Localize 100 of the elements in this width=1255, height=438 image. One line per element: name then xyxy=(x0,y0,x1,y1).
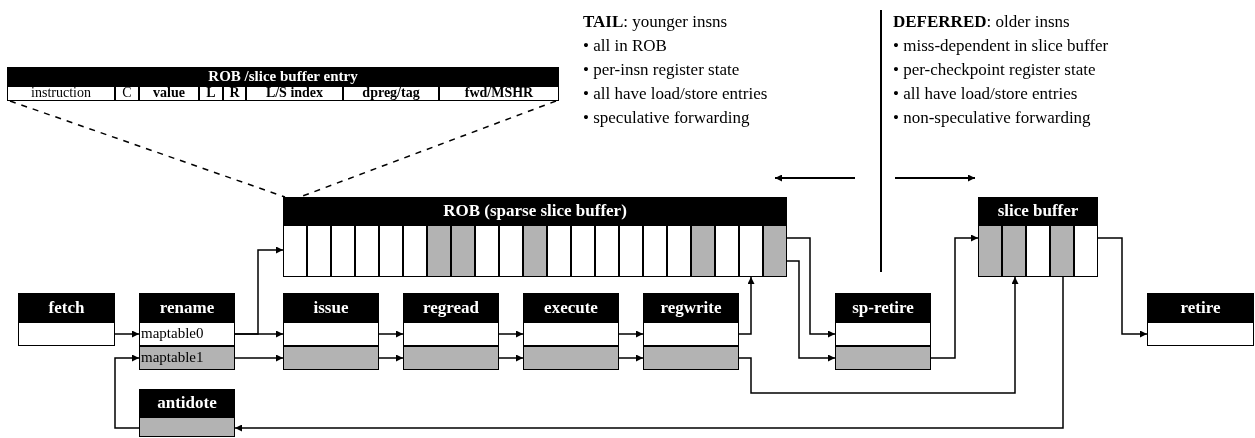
map-table-row: maptable0 xyxy=(139,322,235,346)
stage-row xyxy=(835,322,931,346)
buffer-slot xyxy=(1002,225,1026,277)
stage-box xyxy=(1147,293,1254,346)
buffer-slot xyxy=(403,225,427,277)
buffer-slot xyxy=(667,225,691,277)
buffer-slot xyxy=(1074,225,1098,277)
buffer-slot xyxy=(427,225,451,277)
stage-row xyxy=(283,346,379,370)
arrow xyxy=(498,330,524,338)
stage-box xyxy=(139,389,235,437)
arrow xyxy=(786,237,836,338)
stage-box xyxy=(139,293,235,370)
arrow xyxy=(618,354,644,362)
map-table-row: maptable1 xyxy=(139,346,235,370)
buffer-slot xyxy=(475,225,499,277)
buffer-slot xyxy=(331,225,355,277)
title-bar: sp-retire xyxy=(835,293,931,322)
stage-row xyxy=(139,417,235,437)
entry-field: R xyxy=(223,86,246,101)
entry-field: L xyxy=(199,86,223,101)
arrow xyxy=(378,330,404,338)
stage-row xyxy=(18,322,115,346)
title-bar: regread xyxy=(403,293,499,322)
buffer-slot xyxy=(1050,225,1074,277)
note-line: • all have load/store entries xyxy=(583,84,768,104)
arrow xyxy=(234,330,284,338)
stage-row xyxy=(283,322,379,346)
buffer-box xyxy=(978,197,1098,277)
note-line: • non-speculative forwarding xyxy=(893,108,1091,128)
entry-field: instruction xyxy=(7,86,115,101)
arrow xyxy=(618,330,644,338)
buffer-slot xyxy=(978,225,1002,277)
arrow xyxy=(1097,237,1148,338)
arrow xyxy=(114,330,140,338)
stage-box xyxy=(835,293,931,370)
note-line: • miss-dependent in slice buffer xyxy=(893,36,1109,56)
arrow xyxy=(498,354,524,362)
title-bar: ROB (sparse slice buffer) xyxy=(283,197,787,225)
stage-row xyxy=(523,346,619,370)
entry-field: fwd/MSHR xyxy=(439,86,559,101)
stage-box xyxy=(18,293,115,346)
stage-row xyxy=(403,346,499,370)
title-bar: regwrite xyxy=(643,293,739,322)
entry-field: dpreg/tag xyxy=(343,86,439,101)
title-bar: retire xyxy=(1147,293,1254,322)
arrow xyxy=(378,354,404,362)
title-bar: fetch xyxy=(18,293,115,322)
buffer-slot xyxy=(571,225,595,277)
note-line: • per-insn register state xyxy=(583,60,740,80)
note-heading: TAIL: younger insns xyxy=(583,12,728,32)
entry-field: C xyxy=(115,86,139,101)
stage-box xyxy=(523,293,619,370)
title-bar: rename xyxy=(139,293,235,322)
buffer-slot xyxy=(379,225,403,277)
arrow xyxy=(234,276,1064,432)
buffer-slot xyxy=(1026,225,1050,277)
note-line: • speculative forwarding xyxy=(583,108,750,128)
buffer-slot xyxy=(451,225,475,277)
stage-row xyxy=(643,346,739,370)
arrow xyxy=(786,260,836,362)
stage-row xyxy=(835,346,931,370)
entry-field: L/S index xyxy=(246,86,343,101)
buffer-slot xyxy=(715,225,739,277)
title-bar: execute xyxy=(523,293,619,322)
buffer-box xyxy=(283,197,787,277)
stage-box xyxy=(283,293,379,370)
entry-field: value xyxy=(139,86,199,101)
stage-box xyxy=(643,293,739,370)
arrow xyxy=(738,276,1019,394)
stage-row xyxy=(643,322,739,346)
note-line: • per-checkpoint register state xyxy=(893,60,1096,80)
buffer-slot xyxy=(691,225,715,277)
stage-box xyxy=(403,293,499,370)
buffer-slot xyxy=(595,225,619,277)
note-heading: DEFERRED: older insns xyxy=(893,12,1070,32)
buffer-slot xyxy=(499,225,523,277)
buffer-slot xyxy=(523,225,547,277)
title-bar: antidote xyxy=(139,389,235,417)
note-line: • all in ROB xyxy=(583,36,667,56)
stage-row xyxy=(1147,322,1254,346)
arrow xyxy=(234,354,284,362)
title-bar: issue xyxy=(283,293,379,322)
buffer-slot xyxy=(763,225,787,277)
arrow xyxy=(738,276,755,335)
buffer-slot xyxy=(283,225,307,277)
stage-row xyxy=(403,322,499,346)
arrow xyxy=(930,234,979,359)
title-bar: ROB /slice buffer entry xyxy=(7,67,559,86)
buffer-slot xyxy=(643,225,667,277)
dashed-line xyxy=(9,100,286,198)
buffer-slot xyxy=(307,225,331,277)
note-line: • all have load/store entries xyxy=(893,84,1078,104)
buffer-slot xyxy=(739,225,763,277)
buffer-slot xyxy=(619,225,643,277)
buffer-slot xyxy=(547,225,571,277)
arrow xyxy=(114,354,140,429)
entry-format-box xyxy=(7,67,559,101)
title-bar: slice buffer xyxy=(978,197,1098,225)
stage-row xyxy=(523,322,619,346)
